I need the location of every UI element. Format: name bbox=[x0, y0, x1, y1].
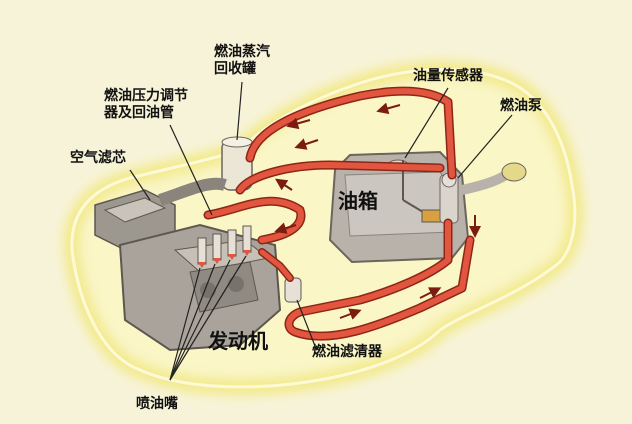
label-evap-canister-line1: 燃油蒸汽 bbox=[214, 44, 270, 60]
label-fuel-pump: 燃油泵 bbox=[500, 98, 542, 114]
label-evap-canister: 燃油蒸汽 回收罐 bbox=[214, 44, 270, 78]
leader-lines bbox=[129, 81, 513, 381]
label-pressure-regulator-line1: 燃油压力调节 bbox=[104, 88, 188, 104]
flow-arrows bbox=[274, 102, 481, 320]
label-fuel-gauge-sensor: 油量传感器 bbox=[413, 68, 483, 84]
air-filter bbox=[94, 177, 227, 251]
label-fuel-filter: 燃油滤清器 bbox=[312, 344, 382, 360]
fuel-filter bbox=[284, 277, 302, 303]
label-injectors: 喷油嘴 bbox=[136, 396, 178, 412]
label-air-filter: 空气滤芯 bbox=[70, 150, 126, 166]
fuel-lines bbox=[203, 86, 475, 341]
fuel-pump bbox=[439, 172, 459, 224]
label-pressure-regulator-line2: 器及回油管 bbox=[104, 105, 174, 121]
injectors bbox=[197, 225, 252, 268]
filler-neck bbox=[460, 162, 527, 195]
label-fuel-tank: 油箱 bbox=[338, 189, 378, 213]
label-engine: 发动机 bbox=[208, 329, 268, 353]
label-pressure-regulator: 燃油压力调节 器及回油管 bbox=[104, 88, 188, 122]
label-evap-canister-line2: 回收罐 bbox=[214, 61, 256, 77]
